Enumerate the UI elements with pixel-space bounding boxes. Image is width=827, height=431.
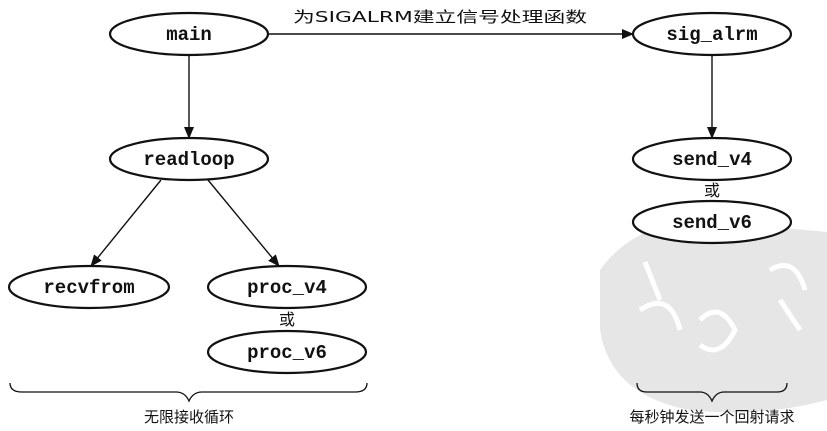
right-brace [636,382,788,403]
node-send-v4-label: send_v4 [672,149,752,171]
node-send-v6-label: send_v6 [672,212,752,234]
node-recvfrom: recvfrom [7,264,171,310]
node-readloop-label: readloop [143,149,234,171]
node-proc-v6: proc_v6 [206,329,368,375]
node-readloop: readloop [108,136,270,182]
send-or-label: 或 [704,181,720,200]
edge-readloop-to-recvfrom [90,179,162,267]
node-sig-alrm: sig_alrm [631,11,793,57]
node-proc-v4: proc_v4 [206,264,368,310]
watermark-stamp [600,221,827,413]
node-send-v4: send_v4 [631,136,793,182]
node-proc-v6-label: proc_v6 [247,342,327,364]
node-proc-v4-label: proc_v4 [247,277,327,299]
caption-left: 无限接收循环 [144,408,234,426]
node-main: main [108,11,270,57]
node-main-label: main [166,24,212,46]
node-send-v6: send_v6 [631,199,793,245]
edge-label-sigalrm-handler: 为SIGALRM建立信号处理函数 [293,8,587,26]
caption-right: 每秒钟发送一个回射请求 [629,408,794,426]
proc-or-label: 或 [279,310,295,329]
left-brace [9,382,368,403]
node-sig-alrm-label: sig_alrm [666,24,757,46]
node-recvfrom-label: recvfrom [43,277,134,299]
edge-readloop-to-proc [207,179,280,267]
